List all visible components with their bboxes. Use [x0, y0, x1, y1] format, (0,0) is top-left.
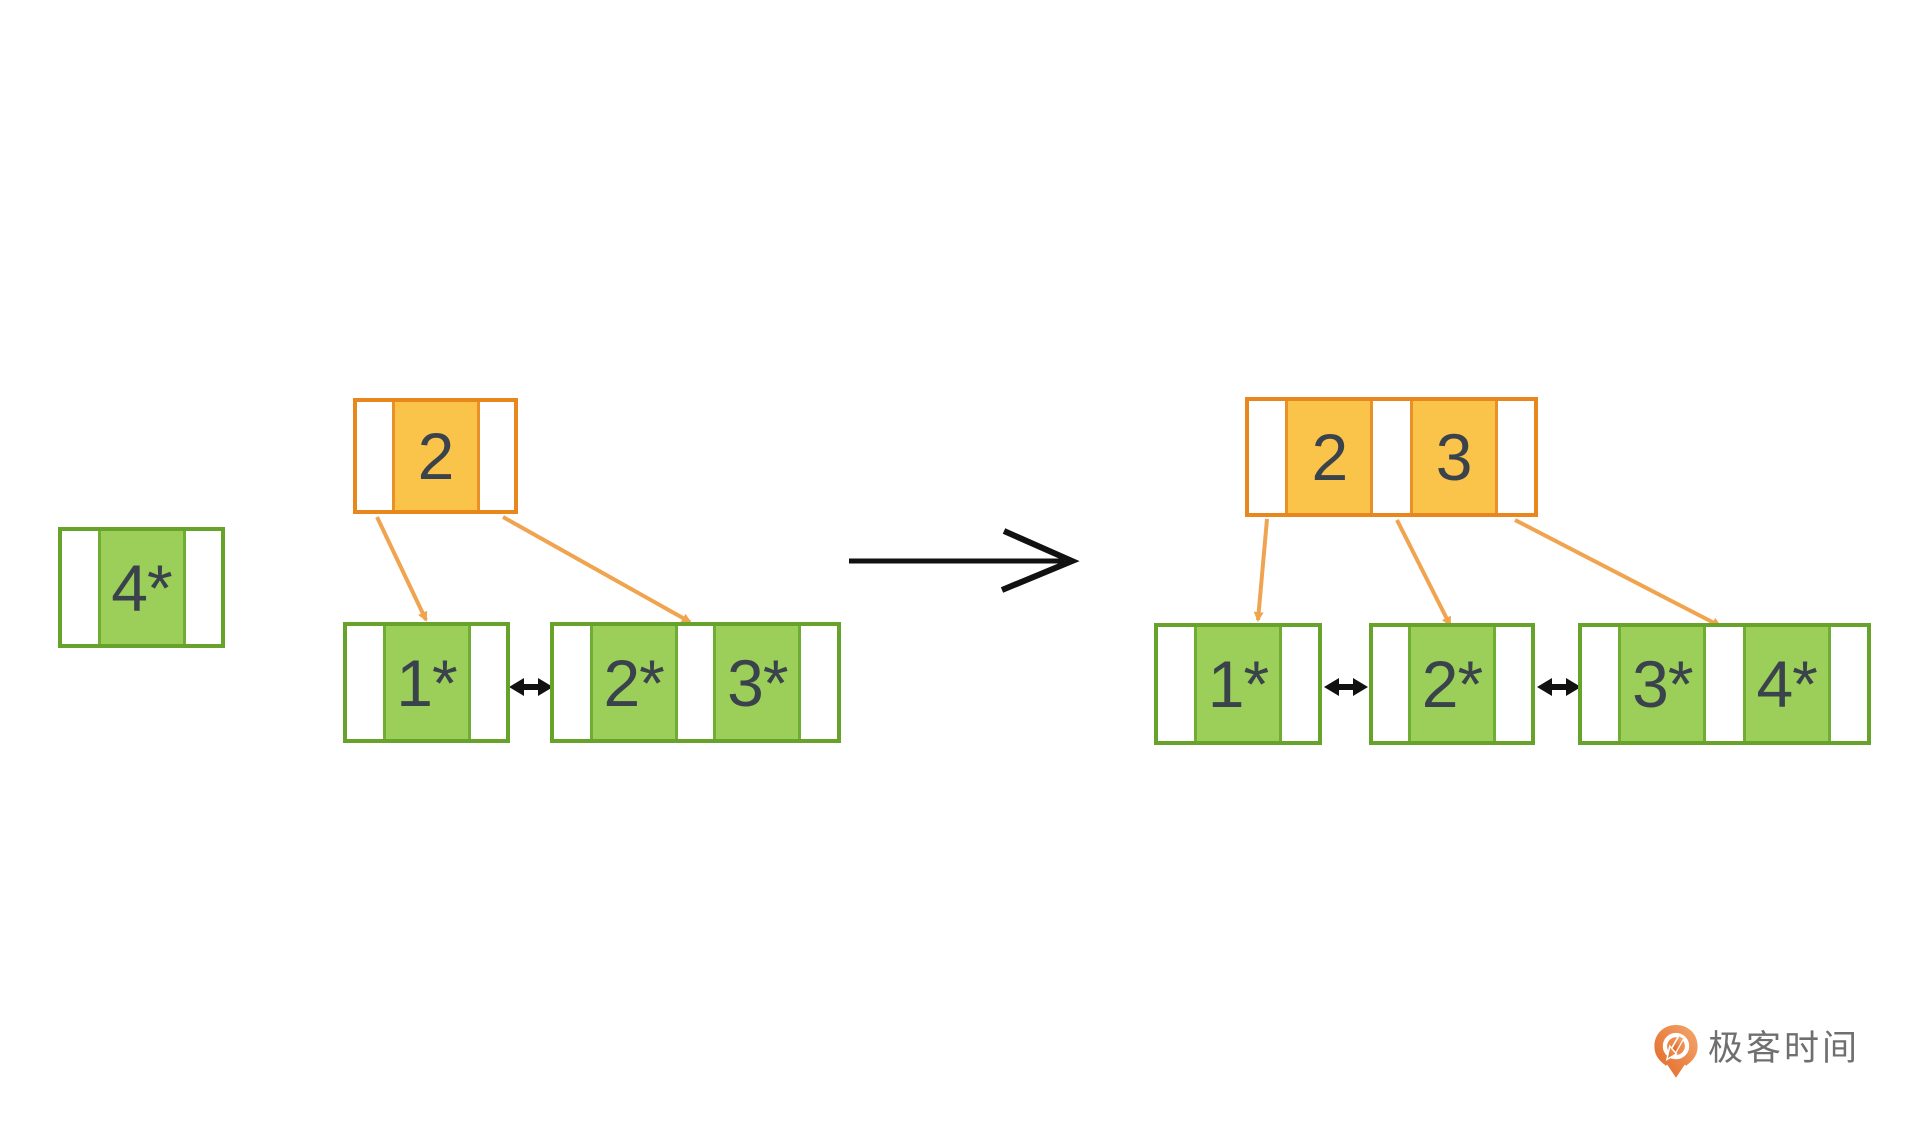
connector-before-right: [502, 515, 692, 624]
key-cell: 2: [391, 402, 480, 510]
node-pointer-slot: [1373, 401, 1410, 513]
node-pointer-slot: [479, 402, 514, 510]
connectors-before: [375, 515, 692, 624]
key-cell: 3*: [1618, 627, 1707, 741]
node-pointer-slot: [1582, 627, 1619, 741]
node-pointer-slot: [1830, 627, 1867, 741]
leaf-node-before-1: 1*: [343, 622, 510, 743]
node-pointer-slot: [677, 626, 714, 739]
node-pointer-slot: [801, 626, 838, 739]
node-pointer-slot: [1706, 627, 1743, 741]
key-cell: 2: [1285, 401, 1374, 513]
leaf-node-before-23: 2* 3*: [550, 622, 841, 743]
geektime-logo-text: 极客时间: [1708, 1029, 1861, 1068]
key-cell: 3: [1409, 401, 1498, 513]
node-pointer-slot: [1158, 627, 1194, 741]
geektime-logo-icon: [1654, 1024, 1698, 1085]
connector-after-left: [1253, 518, 1269, 622]
double-arrow-icon: [509, 678, 553, 696]
double-arrow-icon: [1537, 678, 1581, 696]
node-pointer-slot: [1249, 401, 1286, 513]
key-cell: 1*: [1194, 627, 1282, 741]
node-pointer-slot: [185, 531, 221, 644]
node-pointer-slot: [357, 402, 392, 510]
node-pointer-slot: [1496, 627, 1531, 741]
key-cell: 4*: [97, 531, 186, 644]
node-pointer-slot: [1497, 401, 1534, 513]
key-cell: 2*: [589, 626, 678, 739]
leaf-node-after-1: 1*: [1154, 623, 1322, 745]
geektime-logo: 极客时间: [1652, 1024, 1860, 1085]
node-pointer-slot: [1373, 627, 1408, 741]
connector-before-left: [375, 516, 428, 622]
leaf-node-after-34: 3* 4*: [1578, 623, 1871, 745]
index-node-after-root: 2 3: [1245, 397, 1538, 517]
index-node-before-root: 2: [353, 398, 518, 514]
node-pointer-slot: [1282, 627, 1318, 741]
node-pointer-slot: [347, 626, 383, 739]
connector-after-right: [1514, 518, 1722, 628]
key-cell: 4*: [1742, 627, 1831, 741]
leaf-node-after-2: 2*: [1369, 623, 1535, 745]
node-pointer-slot: [470, 626, 506, 739]
key-cell: 1*: [382, 626, 471, 739]
connectors-after: [1253, 518, 1722, 628]
node-pointer-slot: [62, 531, 98, 644]
leaf-node-orphan-4: 4*: [58, 527, 225, 648]
node-pointer-slot: [554, 626, 590, 739]
key-cell: 2*: [1408, 627, 1496, 741]
key-cell: 3*: [713, 626, 802, 739]
connector-after-middle: [1395, 519, 1452, 627]
transform-arrow-icon: [849, 528, 1080, 593]
transform-arrow-head: [1000, 528, 1080, 593]
double-arrow-icon: [1324, 678, 1368, 696]
